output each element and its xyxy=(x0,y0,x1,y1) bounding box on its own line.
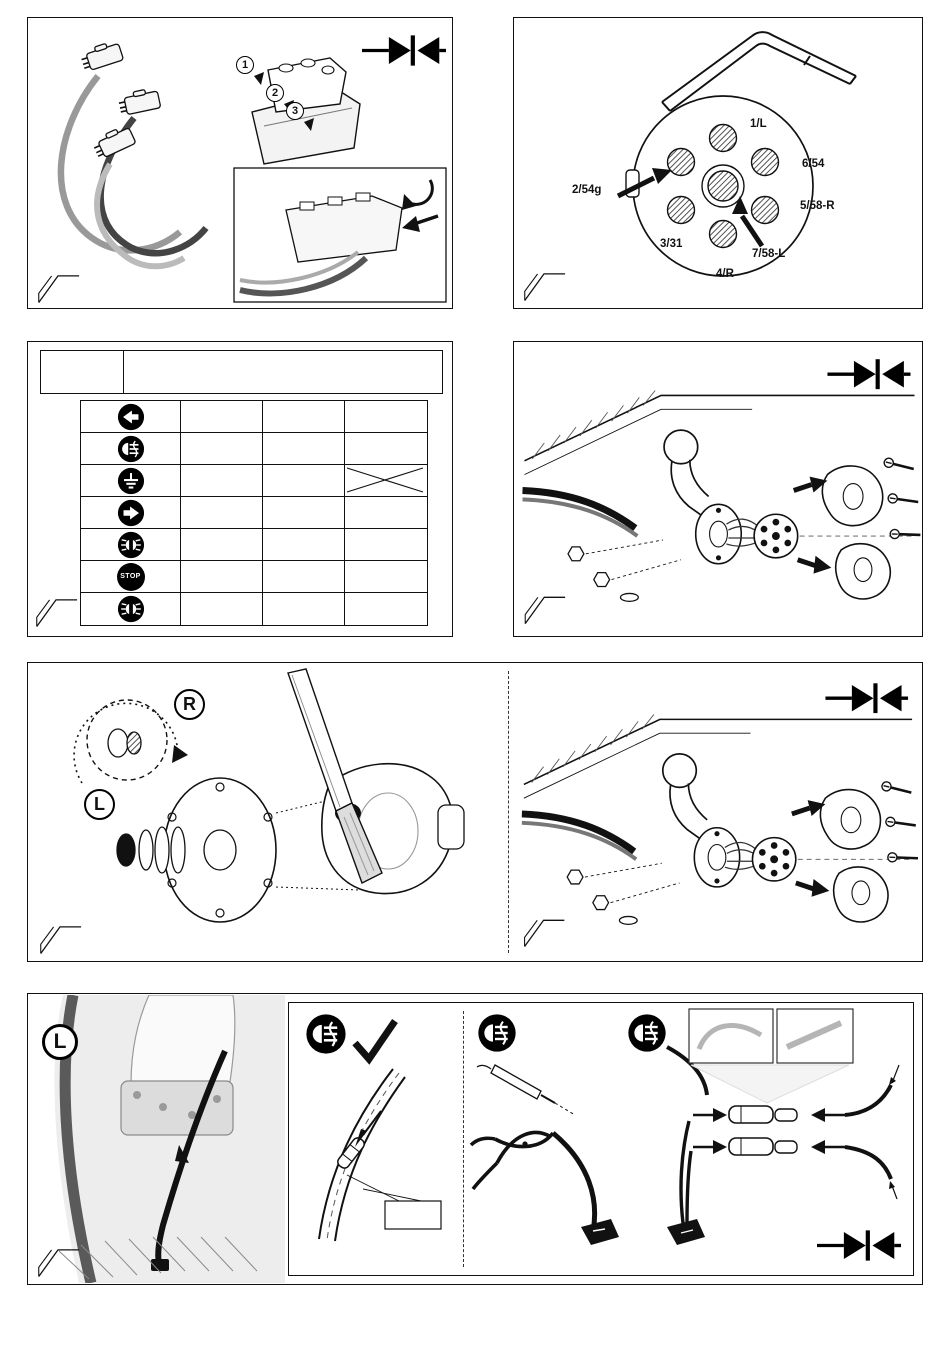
flag-connector xyxy=(581,1219,619,1245)
table-cell xyxy=(181,401,263,433)
panel-harness-assembly: 1 2 3 xyxy=(27,17,453,309)
checkmark xyxy=(352,1019,398,1065)
pin-label: 7/58-L xyxy=(752,248,786,260)
car-interior-drawing xyxy=(54,995,285,1283)
step-badge-2: 2 xyxy=(266,84,284,102)
table-row xyxy=(81,465,427,497)
position-lamp-icon xyxy=(117,595,145,623)
pliers-icon xyxy=(469,1130,555,1191)
section-divider xyxy=(463,1011,464,1267)
panel-grommet-and-mounting: R L xyxy=(27,662,923,962)
step-badge-3: 3 xyxy=(286,102,304,120)
towbar-mounting-drawing-2 xyxy=(514,665,918,959)
table-cell-crossed xyxy=(345,465,427,497)
table-row xyxy=(81,529,427,561)
panel-function-table: STOP xyxy=(27,341,453,637)
left-side-badge: L xyxy=(84,789,115,820)
knife-icon xyxy=(287,668,383,884)
function-grid: STOP xyxy=(80,400,428,626)
socket-drawing xyxy=(524,31,857,302)
right-label: R xyxy=(183,694,196,714)
table-row xyxy=(81,593,427,625)
table-cell xyxy=(263,593,345,625)
table-cell xyxy=(345,529,427,561)
rear-fog-lamp-icon xyxy=(627,1013,667,1053)
right-side-badge: R xyxy=(174,689,205,720)
table-cell xyxy=(263,401,345,433)
step-number: 3 xyxy=(291,105,299,117)
left-label: L xyxy=(94,794,105,814)
fog-wiring-box xyxy=(288,1002,914,1276)
towbar-mounting-drawing xyxy=(514,342,921,635)
harness-drawing xyxy=(38,43,447,304)
pin-label: 1/L xyxy=(750,118,767,130)
pin-label: 5/58-R xyxy=(800,200,835,212)
corner-fold-mark xyxy=(34,590,78,630)
panel-socket-mounting-1 xyxy=(513,341,923,637)
table-cell xyxy=(345,401,427,433)
table-cell xyxy=(345,433,427,465)
table-cell xyxy=(263,465,345,497)
table-cell xyxy=(263,433,345,465)
rear-fog-lamp-icon xyxy=(477,1013,517,1053)
table-row: STOP xyxy=(81,561,427,593)
crossed-out-mark xyxy=(346,467,424,493)
crimp-photo xyxy=(688,1008,774,1064)
step-number: 1 xyxy=(241,59,249,71)
pin-label: 6/54 xyxy=(802,158,825,170)
header-box-small xyxy=(40,350,124,394)
panel-socket-pinout: 1/L 6/54 5/58-R 7/58-L 4/R 3/31 2/54g xyxy=(513,17,923,309)
inline-fuse xyxy=(337,1137,365,1169)
left-label: L xyxy=(53,1030,67,1053)
blind-plug xyxy=(116,826,186,874)
panel-interior-wiring: L xyxy=(27,993,923,1285)
table-row xyxy=(81,401,427,433)
circuit-tester-icon xyxy=(476,1064,576,1116)
rear-fog-lamp-icon xyxy=(117,435,145,463)
panel-divider xyxy=(508,671,509,953)
inset-detail xyxy=(239,179,439,297)
diode-symbol xyxy=(817,1228,901,1263)
step-number: 2 xyxy=(271,87,279,99)
corner-fold-mark xyxy=(36,1240,80,1280)
rear-fog-lamp-icon xyxy=(305,1013,347,1055)
relay-housing xyxy=(251,57,361,165)
dashed-circle xyxy=(86,699,168,781)
step-badge-1: 1 xyxy=(236,56,254,74)
table-cell xyxy=(263,561,345,593)
mounting-bracket-handle xyxy=(661,31,857,112)
socket-plate xyxy=(163,777,277,923)
stop-label: STOP xyxy=(120,573,141,580)
turn-left-indicator-icon xyxy=(117,403,145,431)
table-cell xyxy=(345,561,427,593)
table-cell xyxy=(181,497,263,529)
pin-label: 4/R xyxy=(716,268,734,280)
grommet-drawing xyxy=(40,668,465,955)
connector-plug-icon xyxy=(81,43,161,158)
diode-symbol xyxy=(362,32,446,69)
pin-label: 3/31 xyxy=(660,238,683,250)
table-cell xyxy=(181,561,263,593)
table-row xyxy=(81,433,427,465)
table-cell xyxy=(345,593,427,625)
table-cell xyxy=(181,529,263,561)
fuse-holder xyxy=(693,1137,893,1180)
table-cell xyxy=(181,593,263,625)
table-cell xyxy=(263,529,345,561)
pin-label: 2/54g xyxy=(572,184,602,196)
turn-right-indicator-icon xyxy=(117,499,145,527)
left-side-badge: L xyxy=(42,1024,78,1060)
table-row xyxy=(81,497,427,529)
header-box-wide xyxy=(122,350,443,394)
table-cell xyxy=(181,433,263,465)
fuse-holder xyxy=(693,1084,893,1124)
table-cell xyxy=(181,465,263,497)
table-cell xyxy=(345,497,427,529)
callout-box xyxy=(384,1200,442,1230)
position-lamp-icon xyxy=(117,531,145,559)
stop-lamp-icon: STOP xyxy=(116,562,145,591)
ground-icon xyxy=(117,467,145,495)
table-cell xyxy=(263,497,345,529)
fog-wiring-drawing xyxy=(305,1008,901,1263)
